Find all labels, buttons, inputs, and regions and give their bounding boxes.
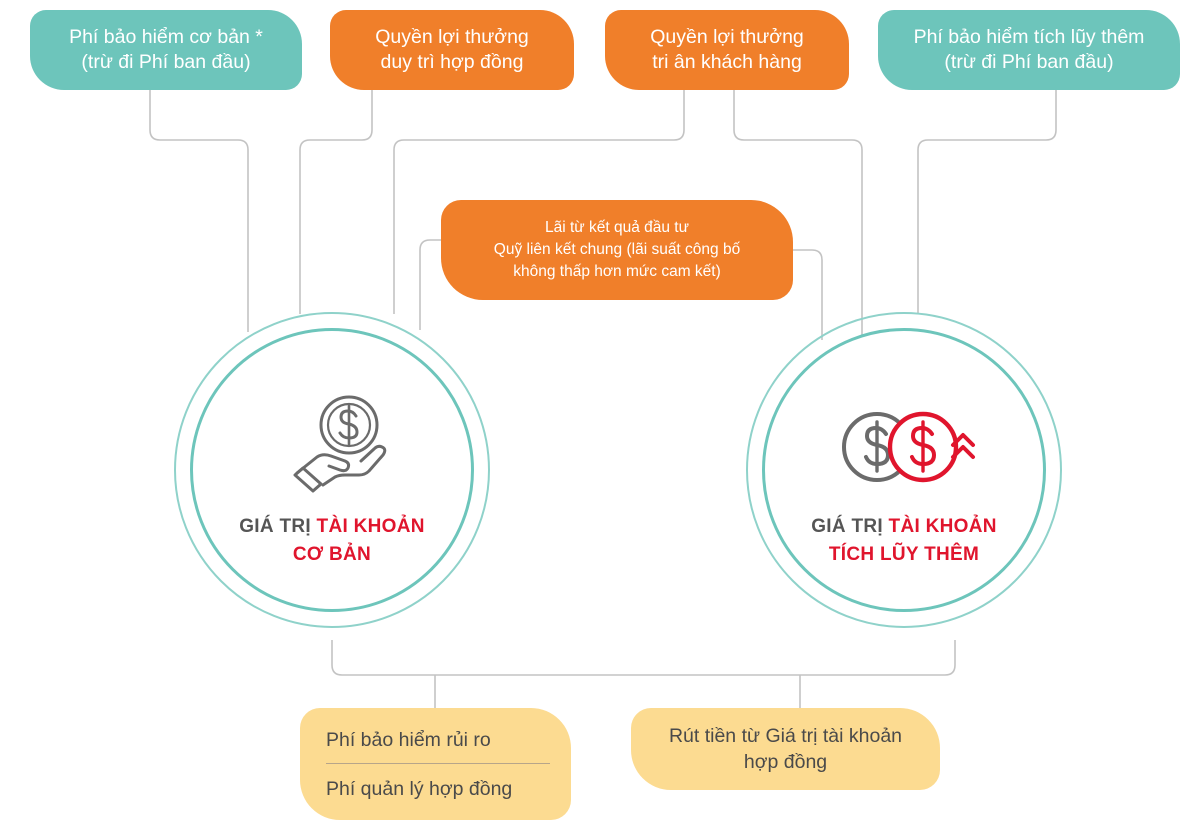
topup-account-label-plain: GIÁ TRỊ [811,516,889,537]
loyalty-bonus-box: Quyền lợi thưởng tri ân khách hàng [605,10,849,90]
topup-account-outer-ring [746,312,1062,628]
connector-topup-premium [917,90,1057,314]
risk-premium-label: Phí bảo hiểm rủi ro [326,728,491,751]
connector-topup-left [733,90,863,370]
connector-base-premium [149,90,249,332]
maintenance-bonus-line-2: duy trì hợp đồng [380,51,524,73]
topup-premium-line-2: (trừ đi Phí ban đầu) [944,51,1114,73]
topup-account-circle: GIÁ TRỊ TÀI KHOẢN TÍCH LŨY THÊM [762,328,1046,612]
topup-account-label: GIÁ TRỊ TÀI KHOẢN TÍCH LŨY THÊM [765,513,1043,569]
hand-holding-dollar-coin-icon [293,395,387,493]
admin-fee-label: Phí quản lý hợp đồng [326,777,513,800]
base-account-circle: GIÁ TRỊ TÀI KHOẢN CƠ BẢN [190,328,474,612]
investment-interest-line-2: Quỹ liên kết chung (lãi suất công bố [493,241,741,258]
investment-interest-line-1: Lãi từ kết quả đầu tư [545,219,689,236]
withdrawal-box: Rút tiền từ Giá trị tài khoản hợp đồng [631,708,940,790]
base-premium-line-1: Phí bảo hiểm cơ bản * [69,26,263,48]
maintenance-bonus-box: Quyền lợi thưởng duy trì hợp đồng [330,10,574,90]
connector-maintenance-bonus [299,90,373,314]
deductions-divider [326,762,550,764]
topup-account-label-red-1: TÀI KHOẢN [888,516,997,537]
base-premium-line-2: (trừ đi Phí ban đầu) [81,51,251,73]
maintenance-bonus-line-1: Quyền lợi thưởng [375,26,529,48]
base-premium-box: Phí bảo hiểm cơ bản * (trừ đi Phí ban đầ… [30,10,302,90]
base-account-label-plain: GIÁ TRỊ [239,516,317,537]
connector-interest-left [419,239,441,330]
dollar-coins-growth-icon [842,411,975,483]
base-account-label-red-2: CƠ BẢN [292,544,372,565]
base-account-outer-ring [174,312,490,628]
connector-interest-right [793,249,823,340]
topup-premium-line-1: Phí bảo hiểm tích lũy thêm [913,26,1145,48]
investment-interest-line-3: không thấp hơn mức cam kết) [513,263,721,280]
topup-account-label-red-2: TÍCH LŨY THÊM [828,544,980,565]
loyalty-bonus-line-1: Quyền lợi thưởng [650,26,804,48]
investment-interest-box: Lãi từ kết quả đầu tư Quỹ liên kết chung… [441,200,793,300]
base-account-label: GIÁ TRỊ TÀI KHOẢN CƠ BẢN [193,513,471,569]
connector-bottom [331,640,956,676]
loyalty-bonus-line-2: tri ân khách hàng [652,51,802,73]
deductions-box: Phí bảo hiểm rủi ro Phí quản lý hợp đồng [300,708,571,820]
topup-premium-box: Phí bảo hiểm tích lũy thêm (trừ đi Phí b… [878,10,1180,90]
connector-loyalty-bonus [393,90,685,314]
base-account-label-red-1: TÀI KHOẢN [316,516,425,537]
withdrawal-line-2: hợp đồng [743,751,828,773]
withdrawal-line-1: Rút tiền từ Giá trị tài khoản [668,725,903,747]
